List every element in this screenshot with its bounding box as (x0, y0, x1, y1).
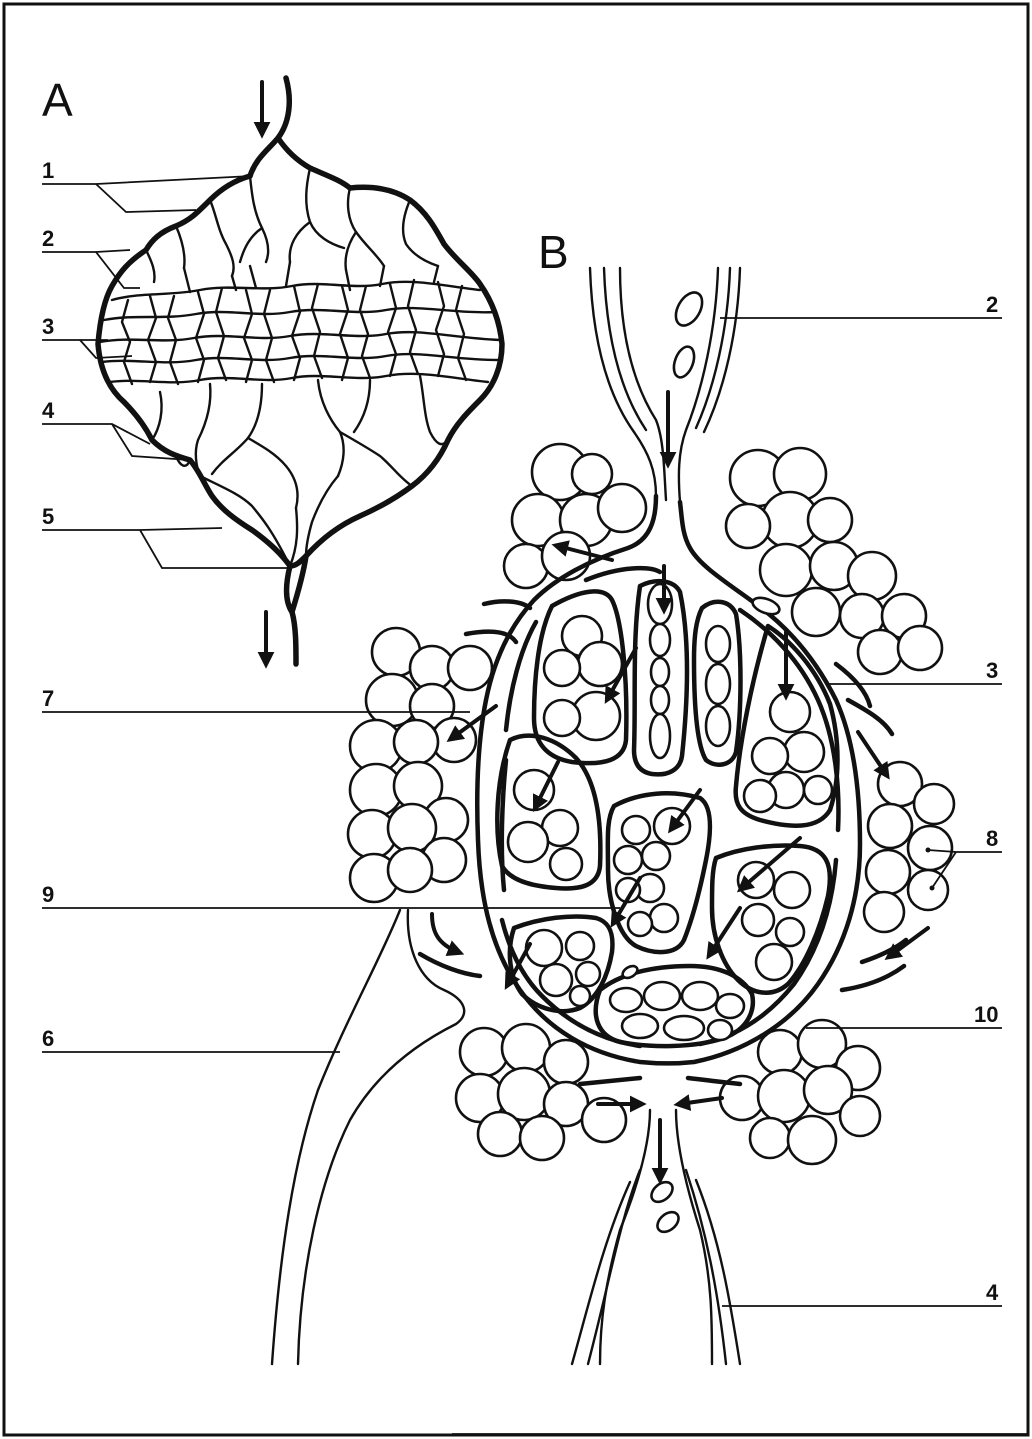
blood-vessel (272, 910, 464, 1364)
label-a-5: 5 (42, 504, 290, 568)
svg-text:4: 4 (986, 1280, 999, 1305)
panel-label-a: A (42, 74, 73, 126)
svg-text:7: 7 (42, 686, 54, 711)
panel-label-b: B (538, 226, 569, 278)
reticulum-band (100, 262, 500, 384)
svg-text:9: 9 (42, 882, 54, 907)
svg-text:10: 10 (974, 1002, 998, 1027)
svg-text:2: 2 (42, 226, 54, 251)
svg-text:6: 6 (42, 1026, 54, 1051)
fat-cells (348, 444, 954, 1164)
svg-text:4: 4 (42, 398, 55, 423)
label-a-2: 2 (42, 226, 140, 288)
label-a-1: 1 (42, 158, 252, 212)
label-b-2: 2 (720, 292, 1002, 318)
svg-text:8: 8 (986, 826, 998, 851)
svg-text:3: 3 (42, 314, 54, 339)
label-b-6: 6 (42, 1026, 340, 1052)
label-b-4: 4 (722, 1280, 1002, 1306)
efferent-lymph-vessel (572, 1110, 740, 1364)
svg-text:5: 5 (42, 504, 54, 529)
follicle-cells (508, 584, 832, 1040)
panel-a-network (98, 78, 502, 664)
svg-text:1: 1 (42, 158, 54, 183)
figure-frame (4, 4, 1028, 1435)
svg-text:3: 3 (986, 658, 998, 683)
afferent-lymph-vessel (590, 268, 740, 502)
label-a-3: 3 (42, 314, 132, 358)
svg-text:2: 2 (986, 292, 998, 317)
